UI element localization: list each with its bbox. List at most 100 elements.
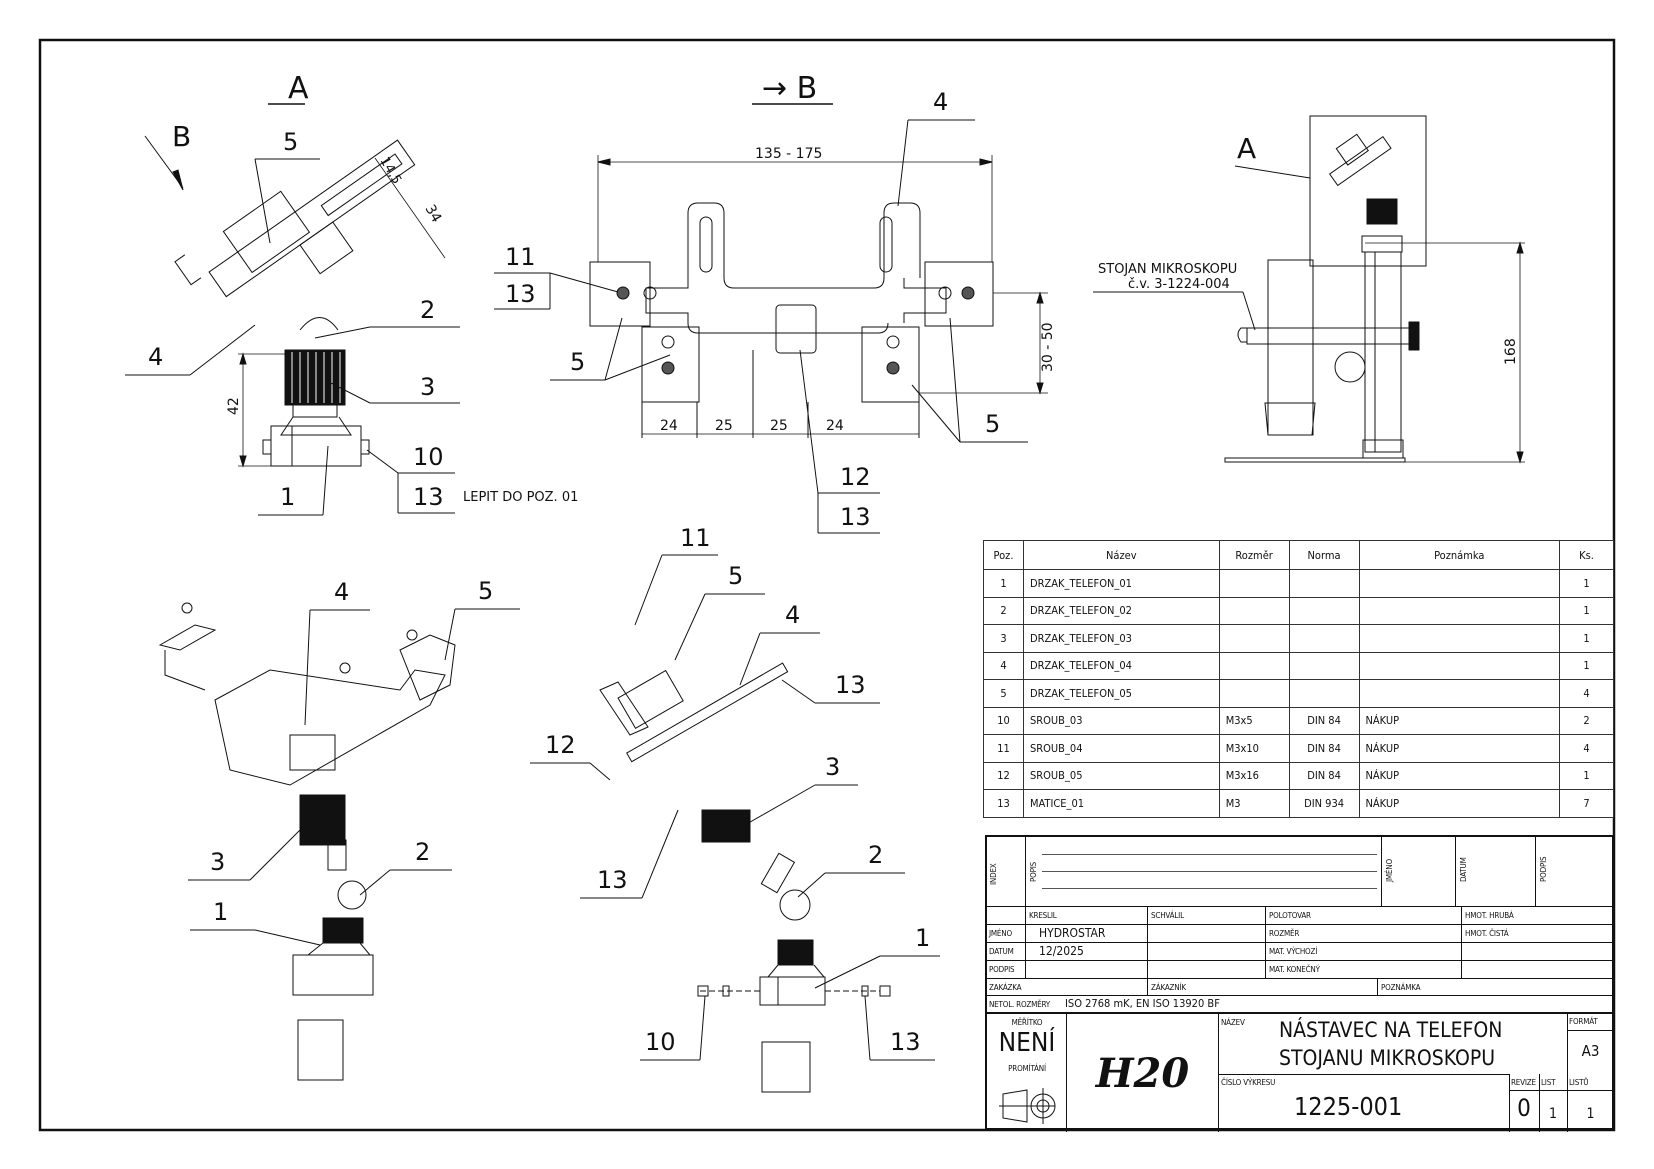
parts-cell-qty: 1	[1559, 596, 1614, 625]
parts-cell-poz: 5	[983, 679, 1024, 708]
parts-cell-norm: DIN 84	[1288, 761, 1360, 790]
balloon-5: 5	[283, 128, 298, 156]
exploded-side: 11 5 4 13 12 3 13 2 1 10 13	[530, 524, 940, 1093]
parts-cell-poz: 12	[983, 761, 1024, 790]
parts-cell-poz: 13	[983, 789, 1024, 818]
sheet-frame	[38, 38, 1616, 1132]
rev-index-label: INDEX	[989, 863, 998, 885]
balloon-4: 4	[334, 578, 349, 606]
parts-cell-note	[1358, 624, 1561, 653]
balloon-13-b: 13	[840, 503, 871, 531]
dim-24-left: 24	[660, 418, 678, 434]
revision-area: INDEX POPIS JMÉNO DATUM PODPIS	[987, 837, 1614, 907]
balloon-5-right: 5	[985, 410, 1000, 438]
view-b-label: → B	[762, 71, 817, 106]
polotovar-label: POLOTOVAR	[1269, 911, 1311, 920]
balloon-1: 1	[915, 924, 930, 952]
balloon-13-mid: 13	[597, 866, 628, 894]
balloon-3: 3	[825, 753, 840, 781]
parts-cell-norm: DIN 84	[1288, 734, 1360, 763]
parts-cell-size: M3x10	[1218, 734, 1290, 763]
order-row: ZAKÁZKA ZÁKAZNÍK POZNÁMKA	[987, 978, 1614, 996]
parts-cell-note: NÁKUP	[1358, 761, 1561, 790]
parts-cell-name: SROUB_05	[1022, 761, 1220, 790]
parts-cell-name: DRZAK_TELEFON_04	[1022, 651, 1220, 680]
balloon-10: 10	[413, 443, 444, 471]
balloon-3: 3	[210, 848, 225, 876]
title-block: INDEX POPIS JMÉNO DATUM PODPIS KRESLIL S…	[985, 835, 1614, 1132]
parts-cell-norm: DIN 934	[1288, 789, 1360, 818]
balloon-13-bottom: 13	[890, 1028, 921, 1056]
parts-cell-poz: 4	[983, 651, 1024, 680]
header-ks: Ks.	[1559, 540, 1614, 570]
stand-ref: č.v. 3-1224-004	[1128, 277, 1230, 292]
list-value: 1	[1548, 1106, 1557, 1122]
parts-cell-norm	[1288, 651, 1360, 680]
parts-cell-name: DRZAK_TELEFON_03	[1022, 624, 1220, 653]
balloon-13: 13	[505, 280, 536, 308]
detail-a-label: A	[1237, 132, 1256, 165]
metadata-area: KRESLIL SCHVÁLIL JMÉNO DATUM PODPIS HYDR…	[987, 907, 1614, 978]
parts-cell-name: MATICE_01	[1022, 789, 1220, 818]
mat-vychozi-label: MAT. VÝCHOZÍ	[1269, 947, 1318, 956]
balloon-5-left: 5	[570, 348, 585, 376]
balloon-5: 5	[478, 577, 493, 605]
zakaznik-label: ZÁKAZNÍK	[1151, 983, 1186, 992]
rev-podpis-label: PODPIS	[1539, 856, 1548, 882]
dim-42: 42	[226, 397, 242, 415]
balloon-11: 11	[680, 524, 711, 552]
rozmer-label: ROZMĚR	[1269, 929, 1300, 938]
parts-cell-qty: 1	[1559, 624, 1614, 653]
rev-jmeno-label: JMÉNO	[1385, 859, 1394, 882]
parts-cell-name: SROUB_04	[1022, 734, 1220, 763]
drawn-by-value: HYDROSTAR	[1039, 926, 1106, 940]
balloon-2: 2	[868, 841, 883, 869]
dim-25-left: 25	[715, 418, 733, 434]
stand-name: STOJAN MIKROSKOPU	[1098, 262, 1237, 277]
balloon-4: 4	[933, 88, 948, 116]
header-nazev: Název	[1022, 540, 1220, 570]
parts-cell-size	[1218, 596, 1290, 625]
parts-cell-norm	[1288, 624, 1360, 653]
header-rozmer: Rozměr	[1218, 540, 1290, 570]
balloon-5: 5	[728, 562, 743, 590]
parts-cell-size: M3x16	[1218, 761, 1290, 790]
parts-cell-name: SROUB_03	[1022, 706, 1220, 735]
drawing-no-label: ČÍSLO VÝKRESU	[1221, 1078, 1276, 1087]
parts-cell-size	[1218, 569, 1290, 598]
dim-168: 168	[1503, 338, 1519, 365]
tolerance-value: ISO 2768 mK, EN ISO 13920 BF	[1065, 997, 1220, 1010]
kreslil-label: KRESLIL	[1029, 911, 1057, 920]
parts-cell-note	[1358, 651, 1561, 680]
parts-cell-name: DRZAK_TELEFON_05	[1022, 679, 1220, 708]
parts-cell-qty: 7	[1559, 789, 1614, 818]
dim-24-right: 24	[826, 418, 844, 434]
dim-135-175: 135 - 175	[755, 146, 822, 162]
rev-popis-label: POPIS	[1029, 861, 1038, 882]
projection-symbol-icon	[999, 1088, 1056, 1124]
format-label: FORMÁT	[1569, 1017, 1598, 1026]
parts-cell-norm: DIN 84	[1288, 706, 1360, 735]
parts-cell-norm	[1288, 569, 1360, 598]
parts-cell-size	[1218, 679, 1290, 708]
parts-cell-note	[1358, 569, 1561, 598]
parts-cell-size: M3x5	[1218, 706, 1290, 735]
parts-cell-poz: 11	[983, 734, 1024, 763]
title-area: MĚŘÍTKO NENÍ PROMÍTÁNÍ H20 NÁZEV NÁSTAVE…	[987, 1012, 1614, 1132]
view-a-label: A	[288, 71, 309, 106]
datum-label: DATUM	[989, 947, 1014, 956]
logo-cell: H20	[1067, 1014, 1219, 1132]
exploded-isometric: 4 5 3 2 1	[158, 577, 520, 1081]
parts-cell-qty: 1	[1559, 761, 1614, 790]
view-stand: A 168 STOJAN MIKROSKOPU č.v. 3-1224-004	[1093, 115, 1525, 464]
podpis-label: PODPIS	[989, 965, 1015, 974]
knob-knurled	[284, 349, 346, 406]
schvalil-label: SCHVÁLIL	[1151, 911, 1184, 920]
